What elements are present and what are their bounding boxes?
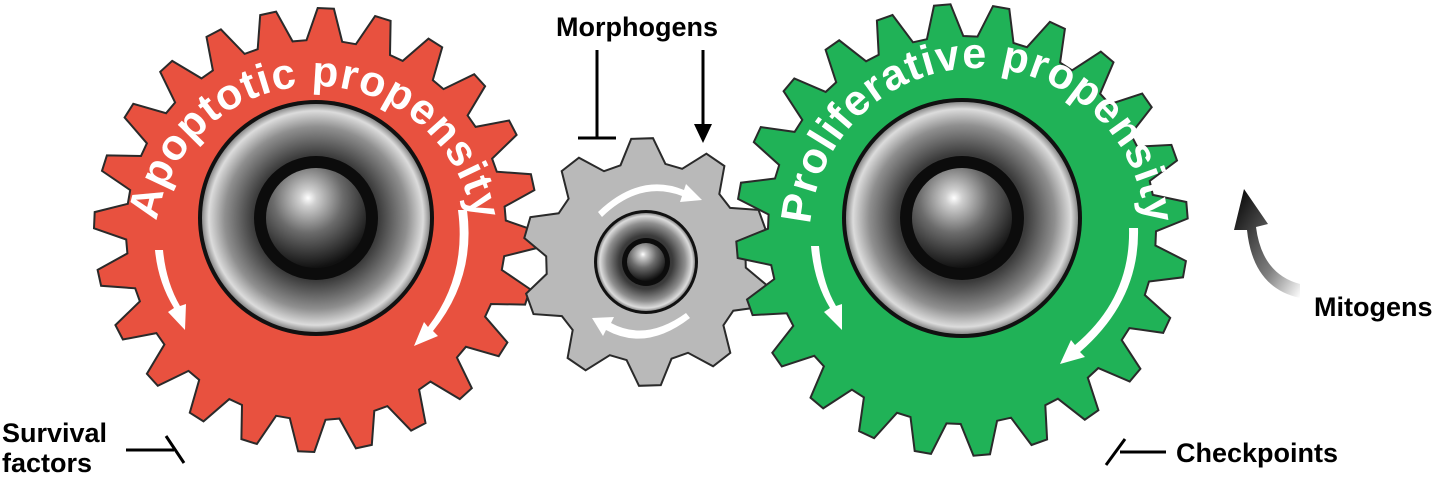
morphogens-label: Morphogens — [556, 12, 718, 42]
survival-label-line2: factors — [2, 448, 92, 478]
survival-factors-inhibition-icon — [126, 435, 186, 464]
middle-rotation-arrows-icon — [592, 184, 702, 339]
proliferative-hub-ball-icon — [912, 168, 1012, 268]
morphogen-inhibition-icon — [578, 50, 616, 140]
proliferative-rotation-arrows-icon — [811, 228, 1139, 364]
survival-label-line1: Survival — [2, 418, 107, 448]
proliferative-hub — [842, 98, 1082, 338]
mitogens-arrow-icon — [1234, 189, 1300, 298]
middle-hub-ball-icon — [627, 243, 665, 281]
morphogen-activation-arrow-icon — [694, 50, 712, 143]
mitogens-label: Mitogens — [1314, 292, 1433, 322]
middle-hub — [594, 210, 698, 314]
checkpoints-label: Checkpoints — [1176, 438, 1338, 468]
apoptotic-hub — [198, 100, 434, 336]
apoptotic-rotation-arrows-icon — [155, 210, 469, 346]
apoptotic-hub-ball-icon — [266, 168, 366, 268]
checkpoints-inhibition-icon — [1104, 438, 1166, 466]
